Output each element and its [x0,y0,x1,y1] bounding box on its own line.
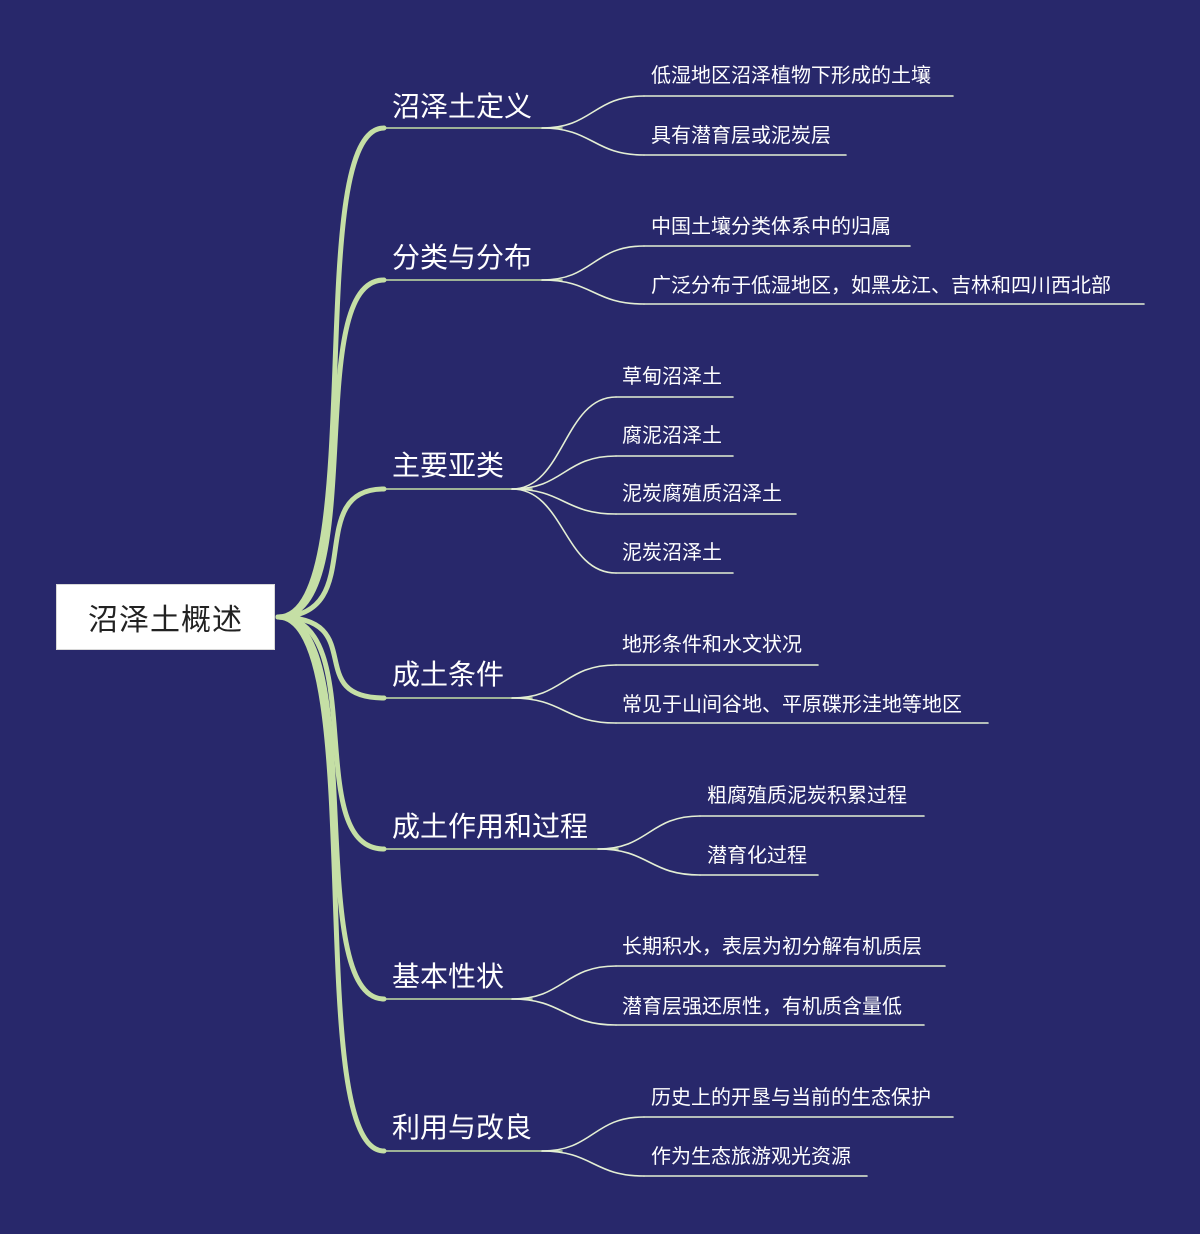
leaf-label[interactable]: 广泛分布于低湿地区，如黑龙江、吉林和四川西北部 [651,273,1111,297]
leaf-label[interactable]: 泥炭腐殖质沼泽土 [622,481,782,505]
leaf-label[interactable]: 腐泥沼泽土 [622,423,722,447]
branch-connector [275,614,387,1154]
leaf-label[interactable]: 中国土壤分类体系中的归属 [651,214,891,238]
leaf-connector [597,815,701,850]
branch-label[interactable]: 成土条件 [392,658,505,691]
leaf-connector [541,95,645,129]
leaf-label[interactable]: 泥炭沼泽土 [622,540,722,564]
leaf-connector [541,1116,645,1152]
leaf-connector [541,1150,645,1177]
leaf-label[interactable]: 长期积水，表层为初分解有机质层 [622,934,922,958]
leaf-label[interactable]: 潜育层强还原性，有机质含量低 [622,994,902,1018]
branch-connector [275,614,387,1002]
leaf-connector [511,488,617,515]
leaf-label[interactable]: 潜育化过程 [707,843,807,867]
branch-label[interactable]: 沼泽土定义 [392,90,533,123]
leaf-label[interactable]: 草甸沼泽土 [622,364,722,388]
leaf-connector [541,127,645,156]
leaf-connector [511,998,617,1026]
leaf-label[interactable]: 粗腐殖质泥炭积累过程 [707,783,907,807]
branch-label[interactable]: 基本性状 [392,960,505,993]
branch-connector [275,614,387,852]
root-node[interactable]: 沼泽土概述 [56,584,275,650]
branch-label[interactable]: 利用与改良 [392,1111,533,1144]
leaf-connector [511,396,617,490]
leaf-label[interactable]: 历史上的开垦与当前的生态保护 [651,1085,931,1109]
leaf-label[interactable]: 低湿地区沼泽植物下形成的土壤 [651,63,931,87]
leaf-connector [511,664,617,699]
leaf-connector [511,965,617,1000]
leaf-label[interactable]: 地形条件和水文状况 [622,632,802,656]
leaf-connector [511,455,617,490]
leaf-connector [597,848,701,876]
branch-label[interactable]: 分类与分布 [392,241,533,274]
leaf-connector [511,488,617,574]
leaf-label[interactable]: 常见于山间谷地、平原碟形洼地等地区 [622,692,962,716]
leaf-label[interactable]: 具有潜育层或泥炭层 [651,123,831,147]
leaf-connector [541,279,645,305]
branch-connector [275,125,387,620]
branch-connector [275,614,387,701]
branch-connector [275,277,387,620]
branch-label[interactable]: 主要亚类 [392,449,505,482]
root-label: 沼泽土概述 [88,603,243,638]
leaf-connector [541,245,645,281]
branch-label[interactable]: 成土作用和过程 [392,810,589,843]
leaf-label[interactable]: 作为生态旅游观光资源 [651,1144,851,1168]
branch-connector [275,486,387,620]
leaf-connector [511,697,617,724]
